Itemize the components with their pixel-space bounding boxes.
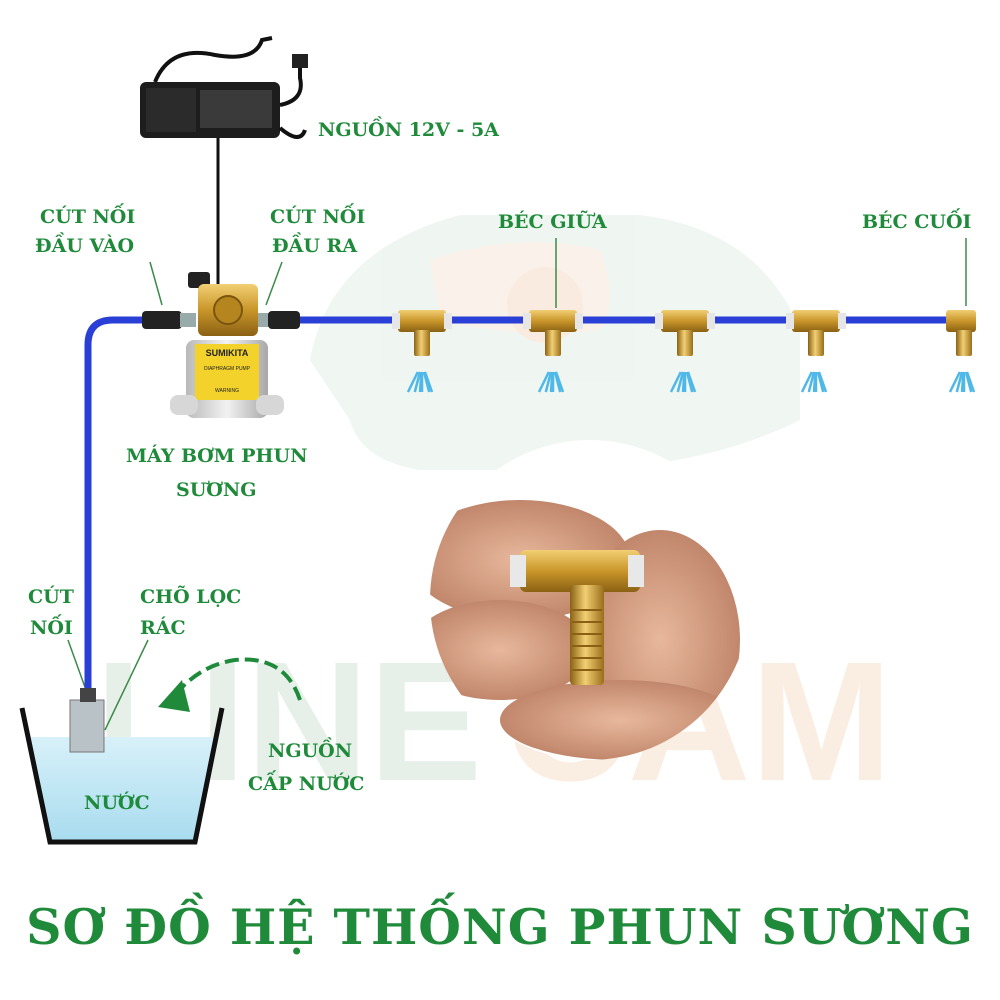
- nozzle-group: [392, 310, 976, 393]
- tee-nozzle: [392, 310, 452, 356]
- page-title: SƠ ĐỒ HỆ THỐNG PHUN SƯƠNG: [26, 898, 974, 956]
- connector-label-2: NỐI: [30, 617, 73, 639]
- pump: SUMIKITA DIAPHRAGM PUMP WARNING: [170, 272, 284, 418]
- water-source-label-1: NGUỒN: [268, 740, 353, 762]
- spray-mist: [406, 371, 434, 393]
- water-source-label-2: CẤP NƯỚC: [248, 773, 365, 795]
- mid-nozzle-label: BÉC GIỮA: [498, 211, 607, 233]
- power-adapter: [140, 36, 308, 290]
- filter-label-1: CHÕ LỌC: [140, 586, 242, 608]
- tee-nozzle: [655, 310, 715, 356]
- water-label: NƯỚC: [84, 792, 150, 814]
- inlet-label-2: ĐẦU VÀO: [35, 235, 135, 257]
- spray-mist: [800, 371, 828, 393]
- water-source-arrow: [158, 657, 302, 712]
- callout-lines: [67, 238, 967, 731]
- connector-label-1: CÚT: [28, 586, 74, 608]
- spray-mist: [537, 371, 565, 393]
- outlet-label-2: ĐẦU RA: [272, 235, 358, 257]
- spray-mist: [948, 371, 976, 393]
- power-label: NGUỒN 12V - 5A: [318, 119, 499, 141]
- end-nozzle-label: BÉC CUỐI: [862, 211, 972, 233]
- filter-label-2: RÁC: [140, 617, 186, 639]
- water-bucket: [19, 688, 225, 845]
- tee-nozzle: [523, 310, 583, 356]
- inlet-connector: [142, 311, 196, 329]
- outlet-label-1: CÚT NỐI: [270, 206, 366, 228]
- inlet-label-1: CÚT NỐI: [40, 206, 136, 228]
- spray-mist: [669, 371, 697, 393]
- end-nozzle: [946, 310, 976, 356]
- pump-model: DIAPHRAGM PUMP: [204, 366, 251, 372]
- tee-nozzle: [786, 310, 846, 356]
- pump-brand: SUMIKITA: [206, 348, 249, 358]
- outlet-connector: [255, 311, 300, 329]
- pump-warning: WARNING: [215, 388, 239, 394]
- pump-label-1: MÁY BƠM PHUN: [126, 445, 308, 467]
- pump-label-2: SƯƠNG: [176, 479, 257, 501]
